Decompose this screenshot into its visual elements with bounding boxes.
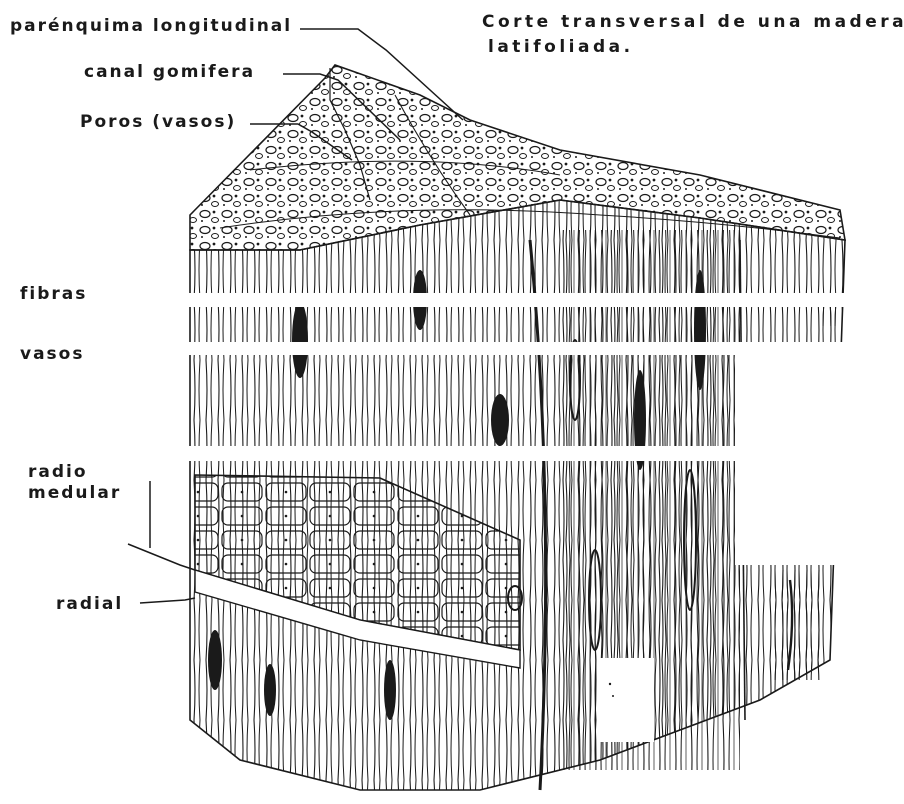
detached-strip-lower <box>774 570 822 680</box>
leader-radio <box>128 544 195 570</box>
leader-radial <box>140 598 195 603</box>
